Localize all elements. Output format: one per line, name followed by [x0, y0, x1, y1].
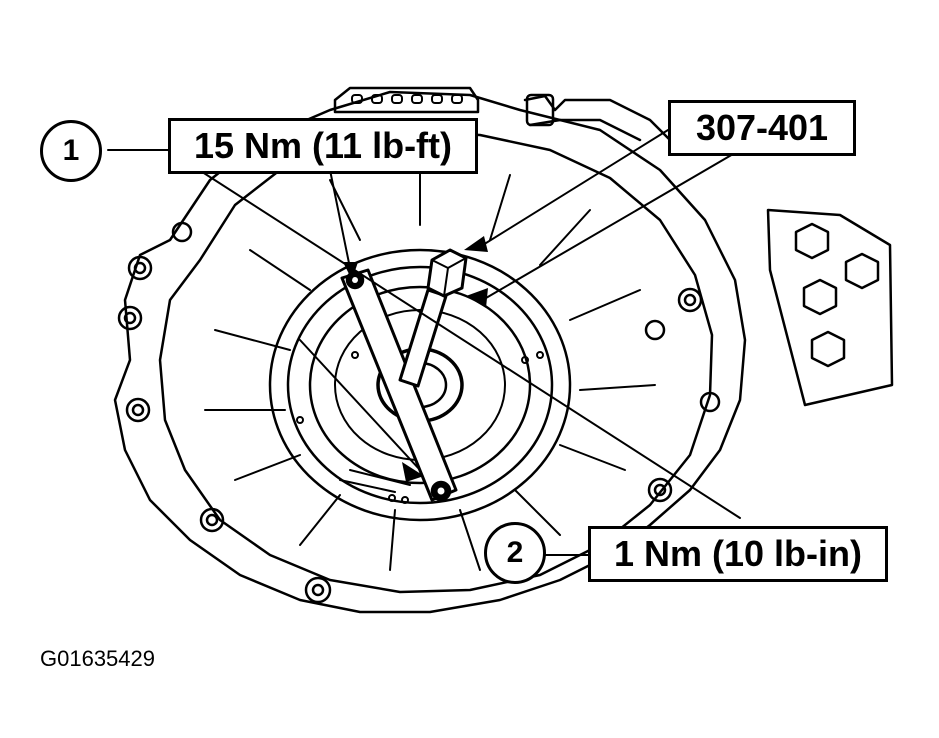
torque-spec-1: 15 Nm (11 lb-ft) [193, 125, 453, 166]
callout-number-2: 2 [506, 536, 524, 569]
torque-label-15nm: 15 Nm (11 lb-ft) [168, 118, 478, 174]
leader-1 [107, 149, 741, 519]
bracket-hex-bolts [794, 222, 880, 368]
top-cover [333, 86, 480, 114]
tool-label-box: 307-401 [668, 100, 856, 156]
torque-label-1nm: 1 Nm (10 lb-in) [588, 526, 888, 582]
housing-inner-outline [158, 130, 714, 594]
leader-15nm [329, 169, 351, 269]
side-bracket [766, 208, 894, 407]
figure-id: G01635429 [40, 646, 155, 671]
pump-rings [268, 248, 572, 522]
callout-number-1: 1 [62, 134, 80, 167]
housing-outline [113, 90, 747, 614]
torque-spec-2: 1 Nm (10 lb-in) [613, 533, 863, 574]
callout-circle-1: 1 [40, 120, 102, 182]
callout-circle-2: 2 [484, 522, 546, 584]
mounting-holes [117, 221, 721, 604]
leader-307-401 [477, 129, 669, 249]
tool-number: 307-401 [695, 107, 829, 148]
